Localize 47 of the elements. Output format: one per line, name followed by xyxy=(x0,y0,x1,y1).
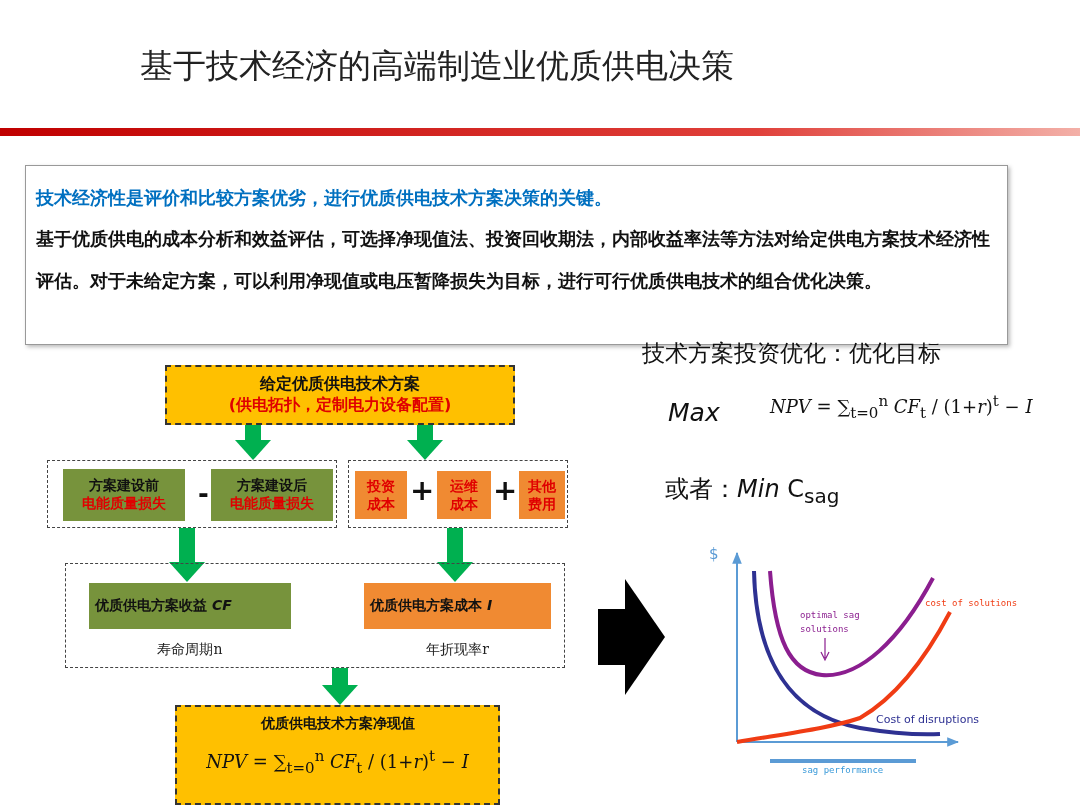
arrow xyxy=(169,528,205,582)
dashed-group-box xyxy=(65,563,565,668)
box-label: 优质供电方案成本 I xyxy=(370,597,493,615)
process-box xyxy=(165,365,515,425)
curve-label: cost of solutions xyxy=(925,598,1018,608)
box-subtitle: 电能质量损失 xyxy=(82,495,166,513)
box-title: 方案建设前 xyxy=(89,477,159,495)
process-box xyxy=(364,583,551,629)
result-box xyxy=(175,705,500,805)
axis-label: $ xyxy=(709,545,719,563)
objective-label: Max xyxy=(668,398,720,427)
slide-title: 基于技术经济的高端制造业优质供电决策 xyxy=(140,45,734,87)
node-caption: 年折现率r xyxy=(425,641,490,659)
objective-label: 或者：Min C$_{sag}$ xyxy=(665,474,840,508)
subheading: 技术方案投资优化：优化目标 xyxy=(642,339,941,368)
formula: NPV = ∑$_{t=0}$$^{n}$ CF$_{t}$ / (1+r)$^{t}$ − I xyxy=(770,392,1033,422)
box-subtitle: 电能质量损失 xyxy=(230,495,314,513)
curve-label: Cost of disruptions xyxy=(876,713,980,726)
dashed-group-box xyxy=(348,460,568,528)
process-box xyxy=(437,471,491,519)
minus-sign: - xyxy=(198,479,209,509)
box-subtitle: (供电拓扑，定制电力设备配置) xyxy=(228,395,452,416)
process-box xyxy=(89,583,291,629)
arrow xyxy=(598,579,665,695)
node-caption: 寿命周期n xyxy=(156,641,224,659)
box-title: 给定优质供电技术方案 xyxy=(260,374,420,395)
box-title: 方案建设后 xyxy=(237,477,307,495)
plus-sign: + xyxy=(410,473,435,507)
arrow xyxy=(437,528,473,582)
formula: NPV = ∑$_{t=0}$$^{n}$ CF$_{t}$ / (1+r)$^{t}$ − I xyxy=(206,747,469,777)
process-box xyxy=(63,469,185,521)
process-box xyxy=(519,471,565,519)
box-label: 优质供电方案收益 CF xyxy=(95,597,232,615)
highlight-sentence: 技术经济性是评价和比较方案优劣，进行优质供电技术方案决策的关键。 xyxy=(36,186,612,210)
process-box xyxy=(211,469,333,521)
plus-sign: + xyxy=(493,473,518,507)
box-title: 优质供电技术方案净现值 xyxy=(260,715,415,733)
arrow xyxy=(322,668,358,705)
paragraph: 基于优质供电的成本分析和效益评估，可选择净现值法、投资回收期法，内部收益率法等方法对给定供电方案技术经济性评估。对于未给定方案，可以利用净现值或电压暂降损失为目标，进行可行优质供电技术的组合优化决策。 xyxy=(36,227,991,293)
curve-label: optimal sag solutions xyxy=(800,609,861,636)
process-box xyxy=(355,471,407,519)
arrow xyxy=(235,425,271,460)
dashed-group-box xyxy=(47,460,337,528)
box-label: 运维成本 xyxy=(449,477,479,513)
arrow xyxy=(407,425,443,460)
box-label: 其他费用 xyxy=(527,477,557,513)
box-label: 投资成本 xyxy=(366,477,396,513)
